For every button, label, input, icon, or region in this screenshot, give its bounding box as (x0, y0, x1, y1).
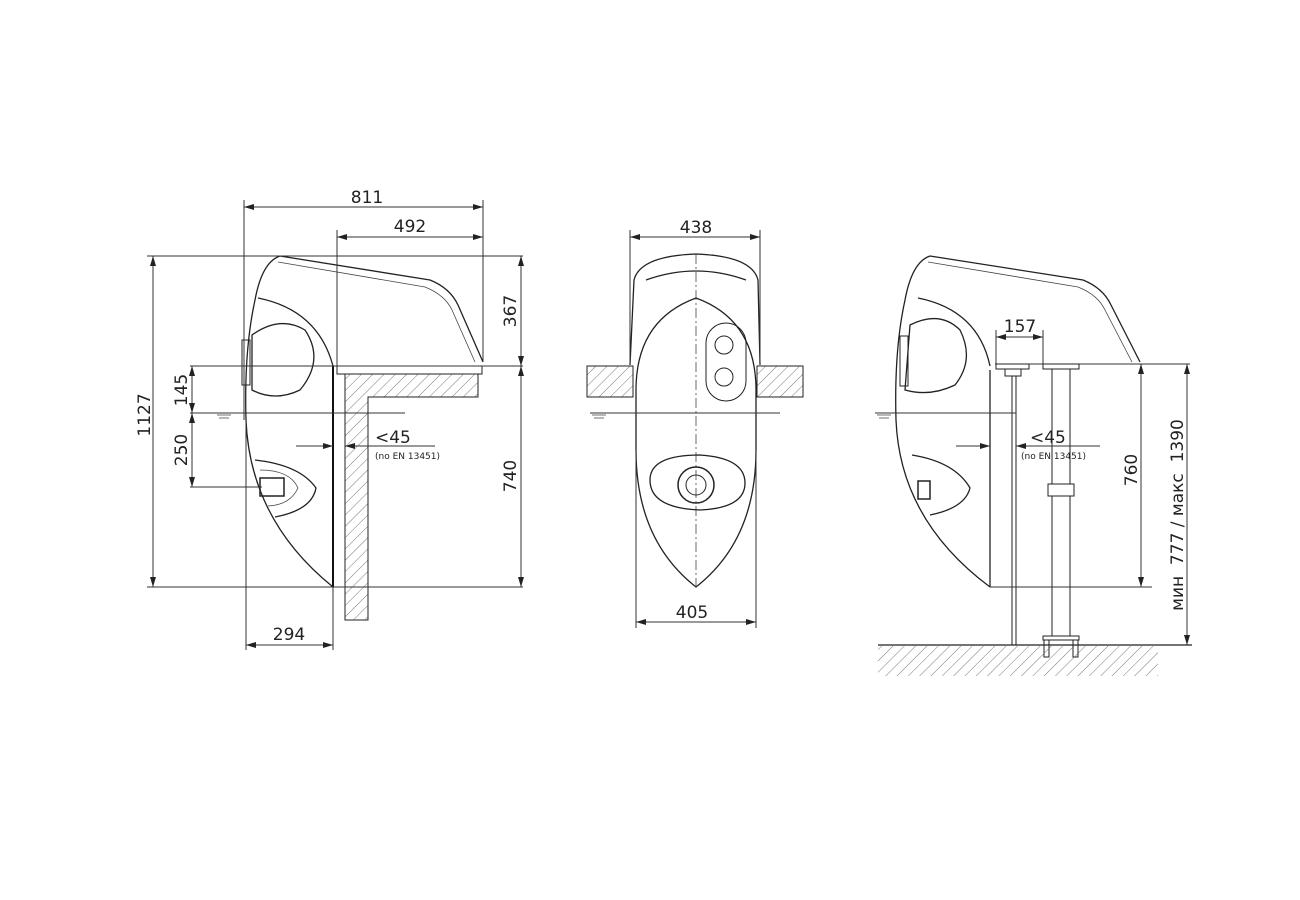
dim-438: 438 (680, 218, 712, 238)
unit-shell (245, 255, 484, 588)
support-column (1051, 368, 1071, 485)
support-plate-right (1042, 363, 1080, 370)
dim-145: 145 (172, 374, 192, 406)
dim-760: 760 (1122, 454, 1142, 486)
gap-note: (no EN 13451) (375, 452, 440, 462)
side-view: 811 492 1127 367 740 145 250 294 <45 (no… (135, 188, 524, 650)
front-view: 438 405 (586, 218, 804, 628)
support-view: 157 760 мин 777 / макс 1390 <45 (no EN 1… (875, 255, 1192, 676)
dim-492: 492 (394, 217, 426, 237)
dim-157: 157 (1004, 317, 1036, 337)
dim-250: 250 (172, 434, 192, 466)
column-clamp (1047, 483, 1075, 497)
dim-811: 811 (351, 188, 383, 208)
deck-plate (336, 365, 483, 375)
dim-gap-support: <45 (1030, 428, 1066, 448)
dim-740: 740 (501, 460, 521, 492)
dim-1127: 1127 (135, 393, 155, 436)
handle-bracket (241, 339, 251, 386)
lower-oval (254, 459, 317, 518)
deck-wall-section (344, 373, 479, 621)
deck-left-section (586, 365, 634, 398)
dim-floor-height: мин 777 / макс 1390 (1168, 419, 1188, 611)
jet-nozzle-front (677, 466, 715, 504)
dim-294: 294 (273, 625, 305, 645)
gap-note-support: (no EN 13451) (1021, 452, 1086, 462)
floor-hatch (878, 646, 1158, 676)
upper-oval (251, 323, 315, 397)
upper-jets-panel (705, 322, 747, 402)
dim-gap: <45 (375, 428, 411, 448)
lower-jet-panel (649, 454, 746, 511)
support-plate-left (995, 363, 1030, 370)
jet-nozzle (259, 477, 285, 497)
dim-405: 405 (676, 603, 708, 623)
unit-shell-support (895, 255, 1141, 588)
dim-367: 367 (501, 295, 521, 327)
support-pipe (1011, 375, 1017, 646)
deck-right-section (756, 365, 804, 398)
